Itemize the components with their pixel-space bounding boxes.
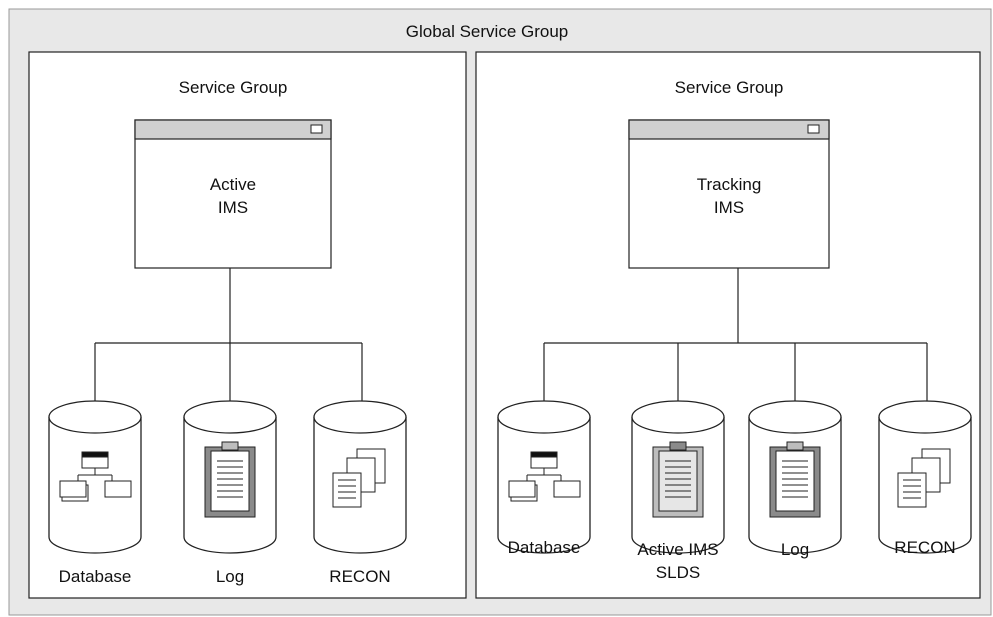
hierarchy-tree-icon bbox=[59, 451, 132, 502]
right-active-ims-slds-label-line1: Active IMS bbox=[637, 540, 718, 559]
left-ims-line2: IMS bbox=[218, 198, 248, 217]
right-ims-system-window: Tracking IMS bbox=[628, 119, 830, 269]
window-titlebar-icon bbox=[310, 124, 323, 134]
right-active-ims-slds-cylinder bbox=[631, 400, 725, 554]
left-service-group-title: Service Group bbox=[179, 78, 288, 97]
left-database-label: Database bbox=[59, 567, 132, 586]
right-ims-line1: Tracking bbox=[697, 175, 762, 194]
right-log-label: Log bbox=[781, 540, 809, 559]
left-recon-label: RECON bbox=[329, 567, 390, 586]
left-ims-system-window: Active IMS bbox=[134, 119, 332, 269]
right-database-cylinder bbox=[497, 400, 591, 554]
right-database-label: Database bbox=[508, 538, 581, 557]
hierarchy-tree-icon bbox=[508, 451, 581, 502]
left-database-cylinder bbox=[48, 400, 142, 554]
left-log-cylinder bbox=[183, 400, 277, 554]
stacked-documents-icon bbox=[332, 448, 386, 508]
right-active-ims-slds-label-line2: SLDS bbox=[656, 563, 700, 582]
left-recon-cylinder bbox=[313, 400, 407, 554]
right-service-group-title: Service Group bbox=[675, 78, 784, 97]
right-connectors bbox=[543, 268, 928, 410]
global-service-group-title: Global Service Group bbox=[406, 22, 569, 41]
clipboard-icon bbox=[652, 441, 704, 518]
left-connectors bbox=[94, 268, 363, 410]
left-ims-line1: Active bbox=[210, 175, 256, 194]
clipboard-icon bbox=[204, 441, 256, 518]
stacked-documents-icon bbox=[897, 448, 951, 508]
window-titlebar-icon bbox=[807, 124, 820, 134]
right-ims-line2: IMS bbox=[714, 198, 744, 217]
right-log-cylinder bbox=[748, 400, 842, 554]
clipboard-icon bbox=[769, 441, 821, 518]
right-recon-cylinder bbox=[878, 400, 972, 554]
right-recon-label: RECON bbox=[894, 538, 955, 557]
left-log-label: Log bbox=[216, 567, 244, 586]
